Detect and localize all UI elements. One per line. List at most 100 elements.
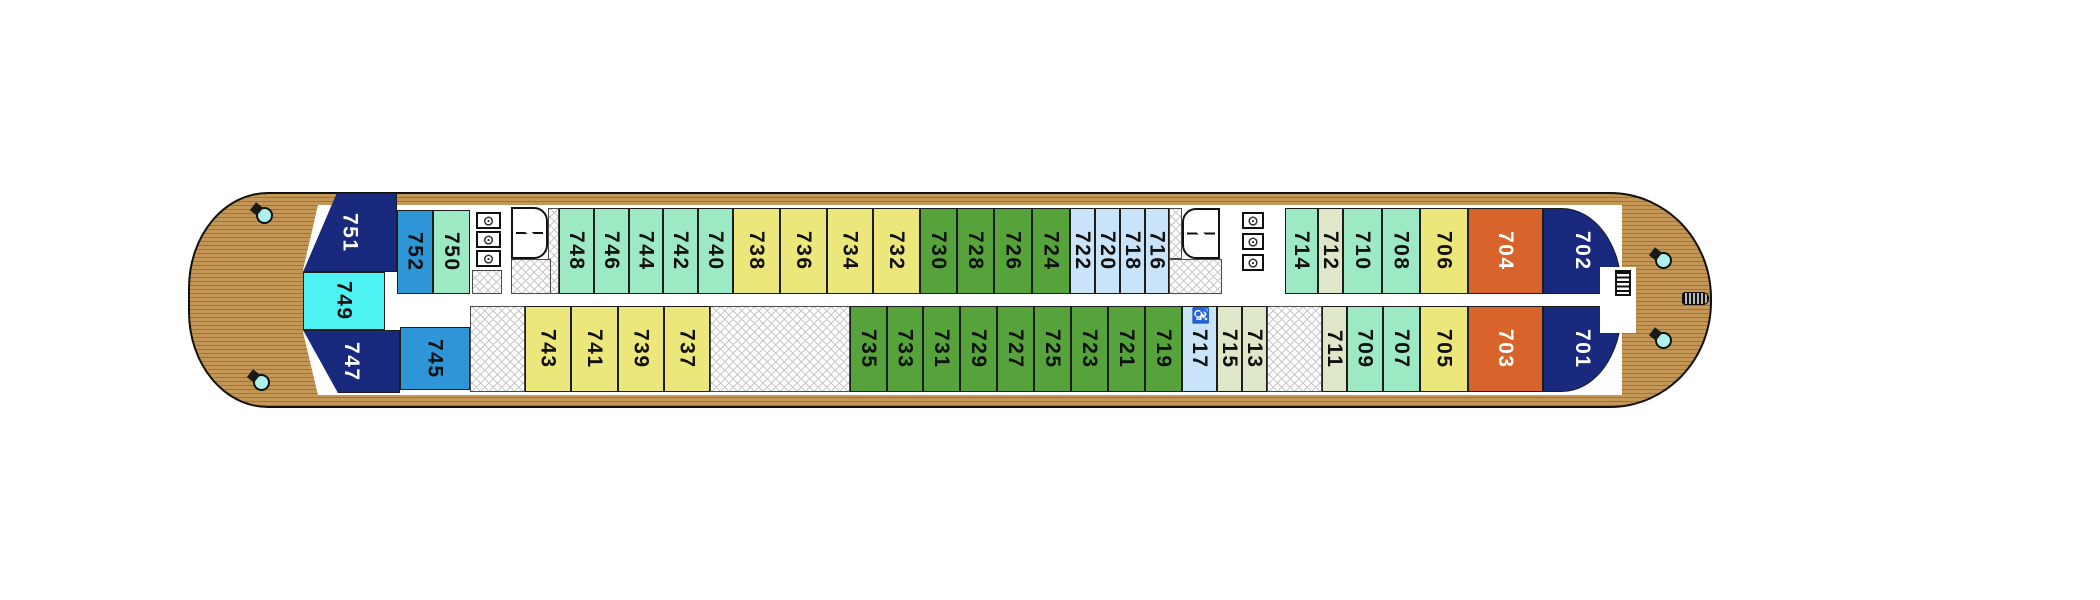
cabin-735[interactable]: 735 bbox=[850, 306, 887, 392]
cabin-715[interactable]: 715 bbox=[1217, 306, 1242, 392]
cabin-703[interactable]: 703 bbox=[1468, 306, 1543, 392]
cabin-749[interactable]: 749 bbox=[303, 272, 385, 330]
cabin-724[interactable]: 724 bbox=[1032, 208, 1070, 294]
cabin-752[interactable]: 752 bbox=[397, 210, 433, 294]
washing-machine-icon bbox=[476, 250, 501, 267]
cabin-number: 714 bbox=[1290, 231, 1313, 271]
cabin-729[interactable]: 729 bbox=[960, 306, 997, 392]
cabin-736[interactable]: 736 bbox=[780, 208, 827, 294]
cabin-number: 717 bbox=[1188, 329, 1211, 369]
cabin-number: 713 bbox=[1243, 329, 1266, 369]
cabin-737[interactable]: 737 bbox=[664, 306, 710, 392]
cabin-number: 738 bbox=[745, 231, 768, 271]
mooring-cleat-icon bbox=[1655, 332, 1672, 349]
cabin-716[interactable]: 716 bbox=[1145, 208, 1169, 294]
cabin-number: 728 bbox=[964, 231, 987, 271]
cabin-number: 742 bbox=[669, 231, 692, 271]
open-area bbox=[511, 259, 551, 294]
washing-machine-icon bbox=[1242, 212, 1264, 229]
cabin-706[interactable]: 706 bbox=[1420, 208, 1468, 294]
cabin-730[interactable]: 730 bbox=[920, 208, 957, 294]
cabin-726[interactable]: 726 bbox=[994, 208, 1032, 294]
cabin-number: 705 bbox=[1432, 329, 1456, 369]
cabin-714[interactable]: 714 bbox=[1285, 208, 1318, 294]
cabin-725[interactable]: 725 bbox=[1034, 306, 1071, 392]
cabin-number: 723 bbox=[1078, 329, 1101, 369]
cabin-748[interactable]: 748 bbox=[559, 208, 594, 294]
cabin-number: 725 bbox=[1041, 329, 1064, 369]
cabin-745[interactable]: 745 bbox=[400, 327, 470, 390]
cabin-718[interactable]: 718 bbox=[1120, 208, 1145, 294]
cabin-709[interactable]: 709 bbox=[1347, 306, 1383, 392]
cabin-712[interactable]: 712 bbox=[1318, 208, 1343, 294]
stairway bbox=[1182, 208, 1220, 259]
cabin-number: 702 bbox=[1571, 231, 1594, 271]
cabin-732[interactable]: 732 bbox=[873, 208, 920, 294]
cabin-713[interactable]: 713 bbox=[1242, 306, 1267, 392]
cabin-743[interactable]: 743 bbox=[525, 306, 571, 392]
cabin-number: 733 bbox=[893, 329, 917, 369]
cabin-751[interactable]: 751 bbox=[303, 193, 397, 272]
cabin-728[interactable]: 728 bbox=[957, 208, 994, 294]
cabin-number: 750 bbox=[440, 232, 463, 272]
cabin-number: 706 bbox=[1432, 231, 1456, 271]
cabin-705[interactable]: 705 bbox=[1420, 306, 1468, 392]
cabin-731[interactable]: 731 bbox=[923, 306, 960, 392]
cabin-734[interactable]: 734 bbox=[827, 208, 873, 294]
washing-machine-icon bbox=[1242, 233, 1264, 250]
cabin-720[interactable]: 720 bbox=[1095, 208, 1120, 294]
cabin-742[interactable]: 742 bbox=[663, 208, 698, 294]
cabin-711[interactable]: 711 bbox=[1322, 306, 1347, 392]
cabin-746[interactable]: 746 bbox=[594, 208, 629, 294]
cabin-722[interactable]: 722 bbox=[1070, 208, 1095, 294]
cabin-number: 719 bbox=[1152, 329, 1175, 369]
cabin-number: 740 bbox=[704, 231, 727, 271]
cabin-number: 704 bbox=[1494, 231, 1517, 271]
open-area bbox=[548, 208, 559, 294]
cabin-738[interactable]: 738 bbox=[733, 208, 780, 294]
cabin-704[interactable]: 704 bbox=[1468, 208, 1543, 294]
cabin-739[interactable]: 739 bbox=[618, 306, 664, 392]
cabin-number: 724 bbox=[1039, 231, 1063, 271]
cabin-number: 732 bbox=[885, 231, 908, 271]
cabin-733[interactable]: 733 bbox=[887, 306, 923, 392]
cabin-number: 711 bbox=[1323, 329, 1346, 369]
cabin-710[interactable]: 710 bbox=[1343, 208, 1382, 294]
stairs-icon bbox=[1615, 270, 1631, 296]
cabin-number: 739 bbox=[629, 329, 653, 369]
cabin-number: 747 bbox=[340, 341, 363, 382]
cabin-744[interactable]: 744 bbox=[629, 208, 663, 294]
cabin-number: 716 bbox=[1145, 231, 1169, 271]
cabin-708[interactable]: 708 bbox=[1382, 208, 1420, 294]
cabin-number: 709 bbox=[1353, 329, 1377, 369]
cabin-number: 745 bbox=[423, 338, 447, 379]
cabin-717[interactable]: 717♿ bbox=[1182, 306, 1217, 392]
cabin-723[interactable]: 723 bbox=[1071, 306, 1108, 392]
cabin-707[interactable]: 707 bbox=[1383, 306, 1420, 392]
cabin-number: 752 bbox=[403, 232, 427, 272]
cabin-727[interactable]: 727 bbox=[997, 306, 1034, 392]
cabin-number: 734 bbox=[838, 231, 862, 271]
cabin-number: 748 bbox=[565, 231, 588, 271]
cabin-number: 751 bbox=[338, 212, 362, 253]
cabin-number: 710 bbox=[1351, 231, 1374, 271]
cabin-number: 731 bbox=[930, 329, 953, 369]
cabin-number: 749 bbox=[332, 281, 356, 321]
washing-machine-icon bbox=[1242, 254, 1264, 271]
cabin-740[interactable]: 740 bbox=[698, 208, 733, 294]
open-area bbox=[472, 270, 502, 294]
mooring-cleat-icon bbox=[253, 374, 270, 391]
mooring-cleat-icon bbox=[256, 207, 273, 224]
cabin-number: 715 bbox=[1218, 329, 1241, 369]
cabin-number: 703 bbox=[1494, 329, 1517, 369]
cabin-741[interactable]: 741 bbox=[571, 306, 618, 392]
cabin-number: 718 bbox=[1121, 231, 1144, 271]
cabin-719[interactable]: 719 bbox=[1145, 306, 1182, 392]
cabin-number: 743 bbox=[536, 329, 560, 369]
cabin-750[interactable]: 750 bbox=[433, 210, 470, 294]
cabin-number: 736 bbox=[792, 231, 815, 271]
cabin-number: 741 bbox=[583, 329, 606, 369]
cabin-number: 729 bbox=[967, 329, 990, 369]
washing-machine-icon bbox=[476, 231, 501, 248]
cabin-721[interactable]: 721 bbox=[1108, 306, 1145, 392]
